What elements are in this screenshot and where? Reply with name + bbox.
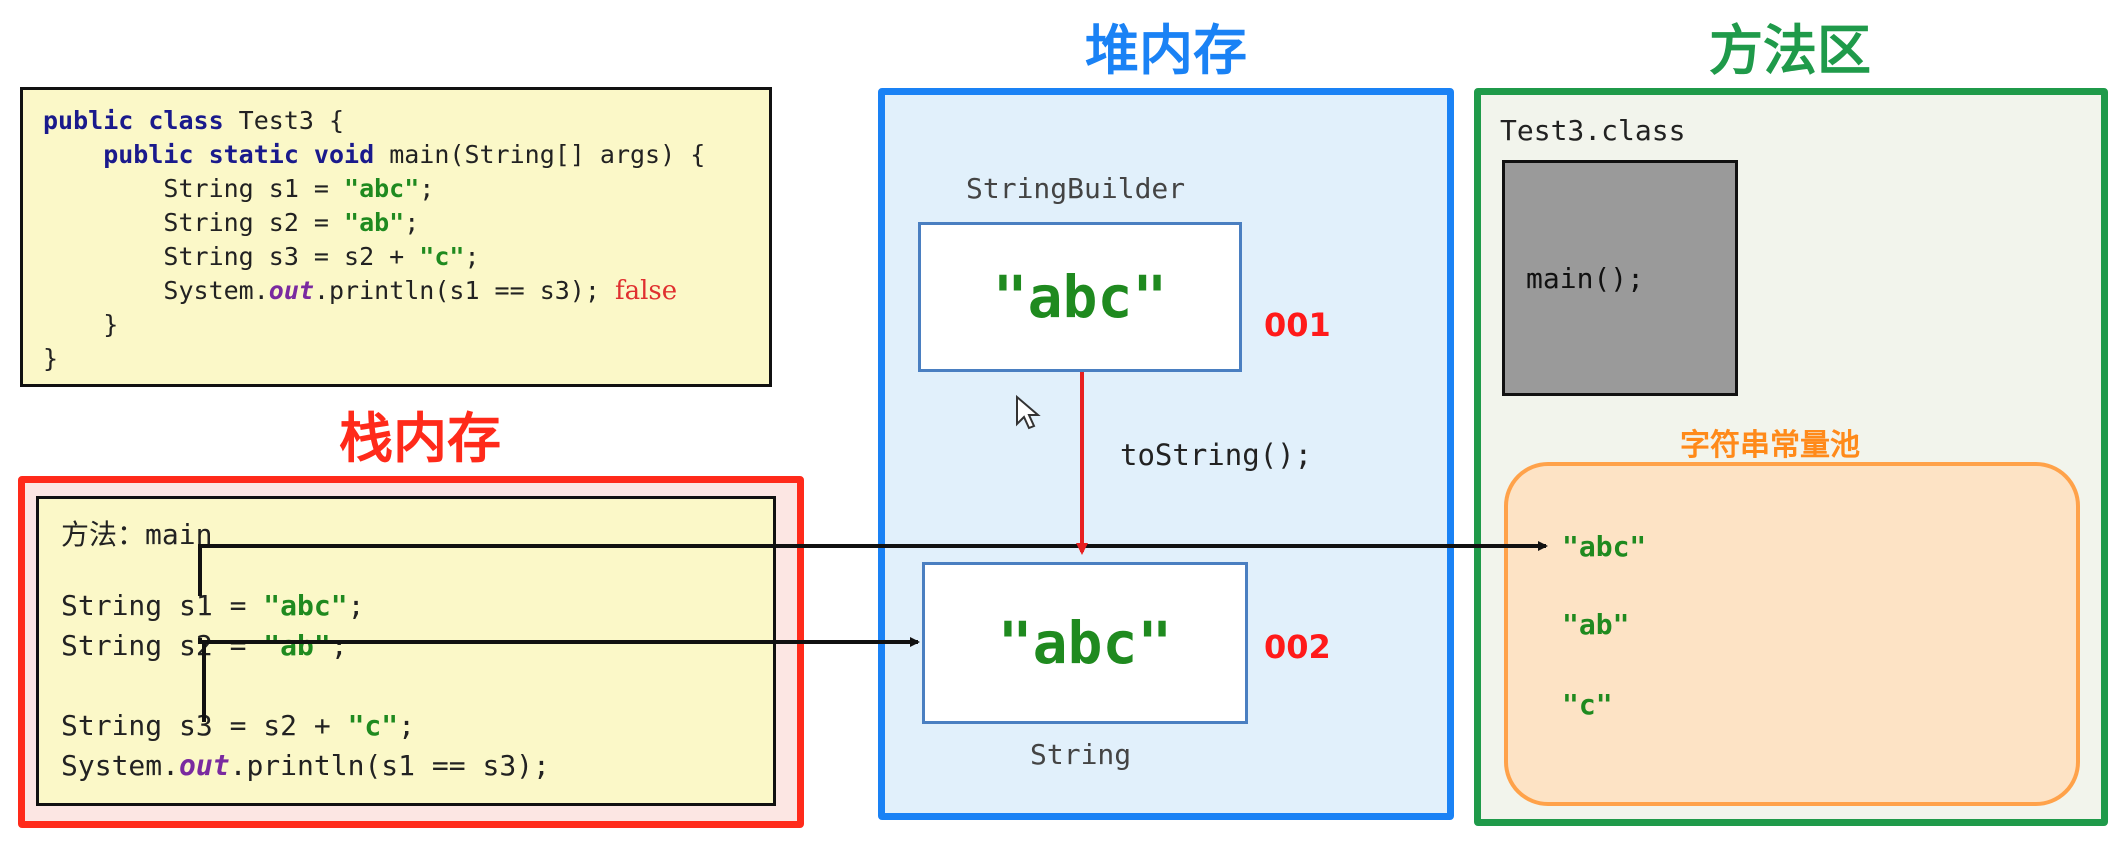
code-token: public class xyxy=(43,106,239,135)
tostring-call: toString(); xyxy=(1120,438,1313,472)
code-token: } xyxy=(43,310,119,339)
code-line-4: String s2 = "ab"; xyxy=(43,206,769,240)
code-token: ; xyxy=(464,242,480,271)
code-token: .println(s1 == s3); xyxy=(229,749,550,782)
method-area-title: 方法区 xyxy=(1709,19,1871,82)
class-block xyxy=(1502,160,1738,396)
code-token: main(String[] args) { xyxy=(389,140,706,169)
pool-item-abc: "abc" xyxy=(1562,530,1647,563)
stringbuilder-address: 001 xyxy=(1264,306,1331,344)
code-token: "c" xyxy=(347,709,399,742)
code-line-3: String s1 = "abc"; xyxy=(43,172,769,206)
code-token: String s1 = xyxy=(61,589,264,622)
code-line-7: } xyxy=(43,308,769,342)
s2-to-heap-string-arrow xyxy=(198,637,920,647)
code-line-6: System.out.println(s1 == s3); false xyxy=(43,274,769,308)
code-token: } xyxy=(43,344,59,373)
stack-println-line: System.out.println(s1 == s3); xyxy=(61,749,550,782)
code-token: ; xyxy=(398,709,416,742)
code-token: String s2 = xyxy=(61,629,264,662)
code-line-2: public static void main(String[] args) { xyxy=(43,138,769,172)
pool-item-ab: "ab" xyxy=(1562,608,1630,641)
code-token: "ab" xyxy=(263,629,331,662)
code-token: "abc" xyxy=(344,174,420,203)
stack-method-label: 方法：main xyxy=(61,518,213,551)
code-token: public static void xyxy=(43,140,390,169)
code-token: .println(s1 == s3); xyxy=(313,276,600,305)
code-token: out xyxy=(179,749,230,782)
stack-method-frame: 方法：main String s1 = "abc"; String s2 = "… xyxy=(36,496,776,806)
code-token: out xyxy=(268,276,314,305)
pool-item-c: "c" xyxy=(1562,688,1613,721)
heap-title: 堆内存 xyxy=(1085,19,1247,82)
code-listing: public class Test3 { public static void … xyxy=(20,87,772,387)
code-line-1: public class Test3 { xyxy=(43,104,769,138)
string-address: 002 xyxy=(1264,628,1331,666)
stack-title: 栈内存 xyxy=(339,407,501,470)
string-constant-pool xyxy=(1504,462,2080,806)
stack-s1-line: String s1 = "abc"; xyxy=(61,589,364,622)
stack-s3-line: String s3 = s2 + "c"; xyxy=(61,709,415,742)
stack-s2-line: String s2 = "ab"; xyxy=(61,629,348,662)
stringbuilder-label: StringBuilder xyxy=(966,172,1186,205)
code-token: String s1 = xyxy=(43,174,345,203)
string-pool-title: 字符串常量池 xyxy=(1680,428,1860,463)
string-label: String xyxy=(1030,738,1132,771)
code-token: ; xyxy=(347,589,365,622)
code-token: "abc" xyxy=(263,589,348,622)
string-object: "abc" xyxy=(922,562,1248,724)
stringbuilder-object: "abc" xyxy=(918,222,1242,372)
code-line-8: } xyxy=(43,342,769,376)
code-token: "ab" xyxy=(344,208,405,237)
false-note: false xyxy=(614,276,678,306)
s1-to-pool-arrow xyxy=(198,541,1548,596)
code-line-6-text: System.out.println(s1 == s3); xyxy=(43,276,600,305)
code-token: ; xyxy=(419,174,435,203)
code-token: System. xyxy=(61,749,180,782)
code-token: String s2 = xyxy=(43,208,345,237)
code-line-5: String s3 = s2 + "c"; xyxy=(43,240,769,274)
code-token: ; xyxy=(330,629,348,662)
main-method-call: main(); xyxy=(1526,262,1645,295)
code-token: String s3 = s2 + xyxy=(61,709,348,742)
code-token: "c" xyxy=(419,242,465,271)
class-label: Test3.class xyxy=(1500,114,1686,147)
code-token: Test3 { xyxy=(238,106,345,135)
code-token: System. xyxy=(43,276,269,305)
code-token: String s3 = s2 + xyxy=(43,242,420,271)
mouse-cursor-icon xyxy=(1016,394,1041,430)
code-token: ; xyxy=(404,208,420,237)
